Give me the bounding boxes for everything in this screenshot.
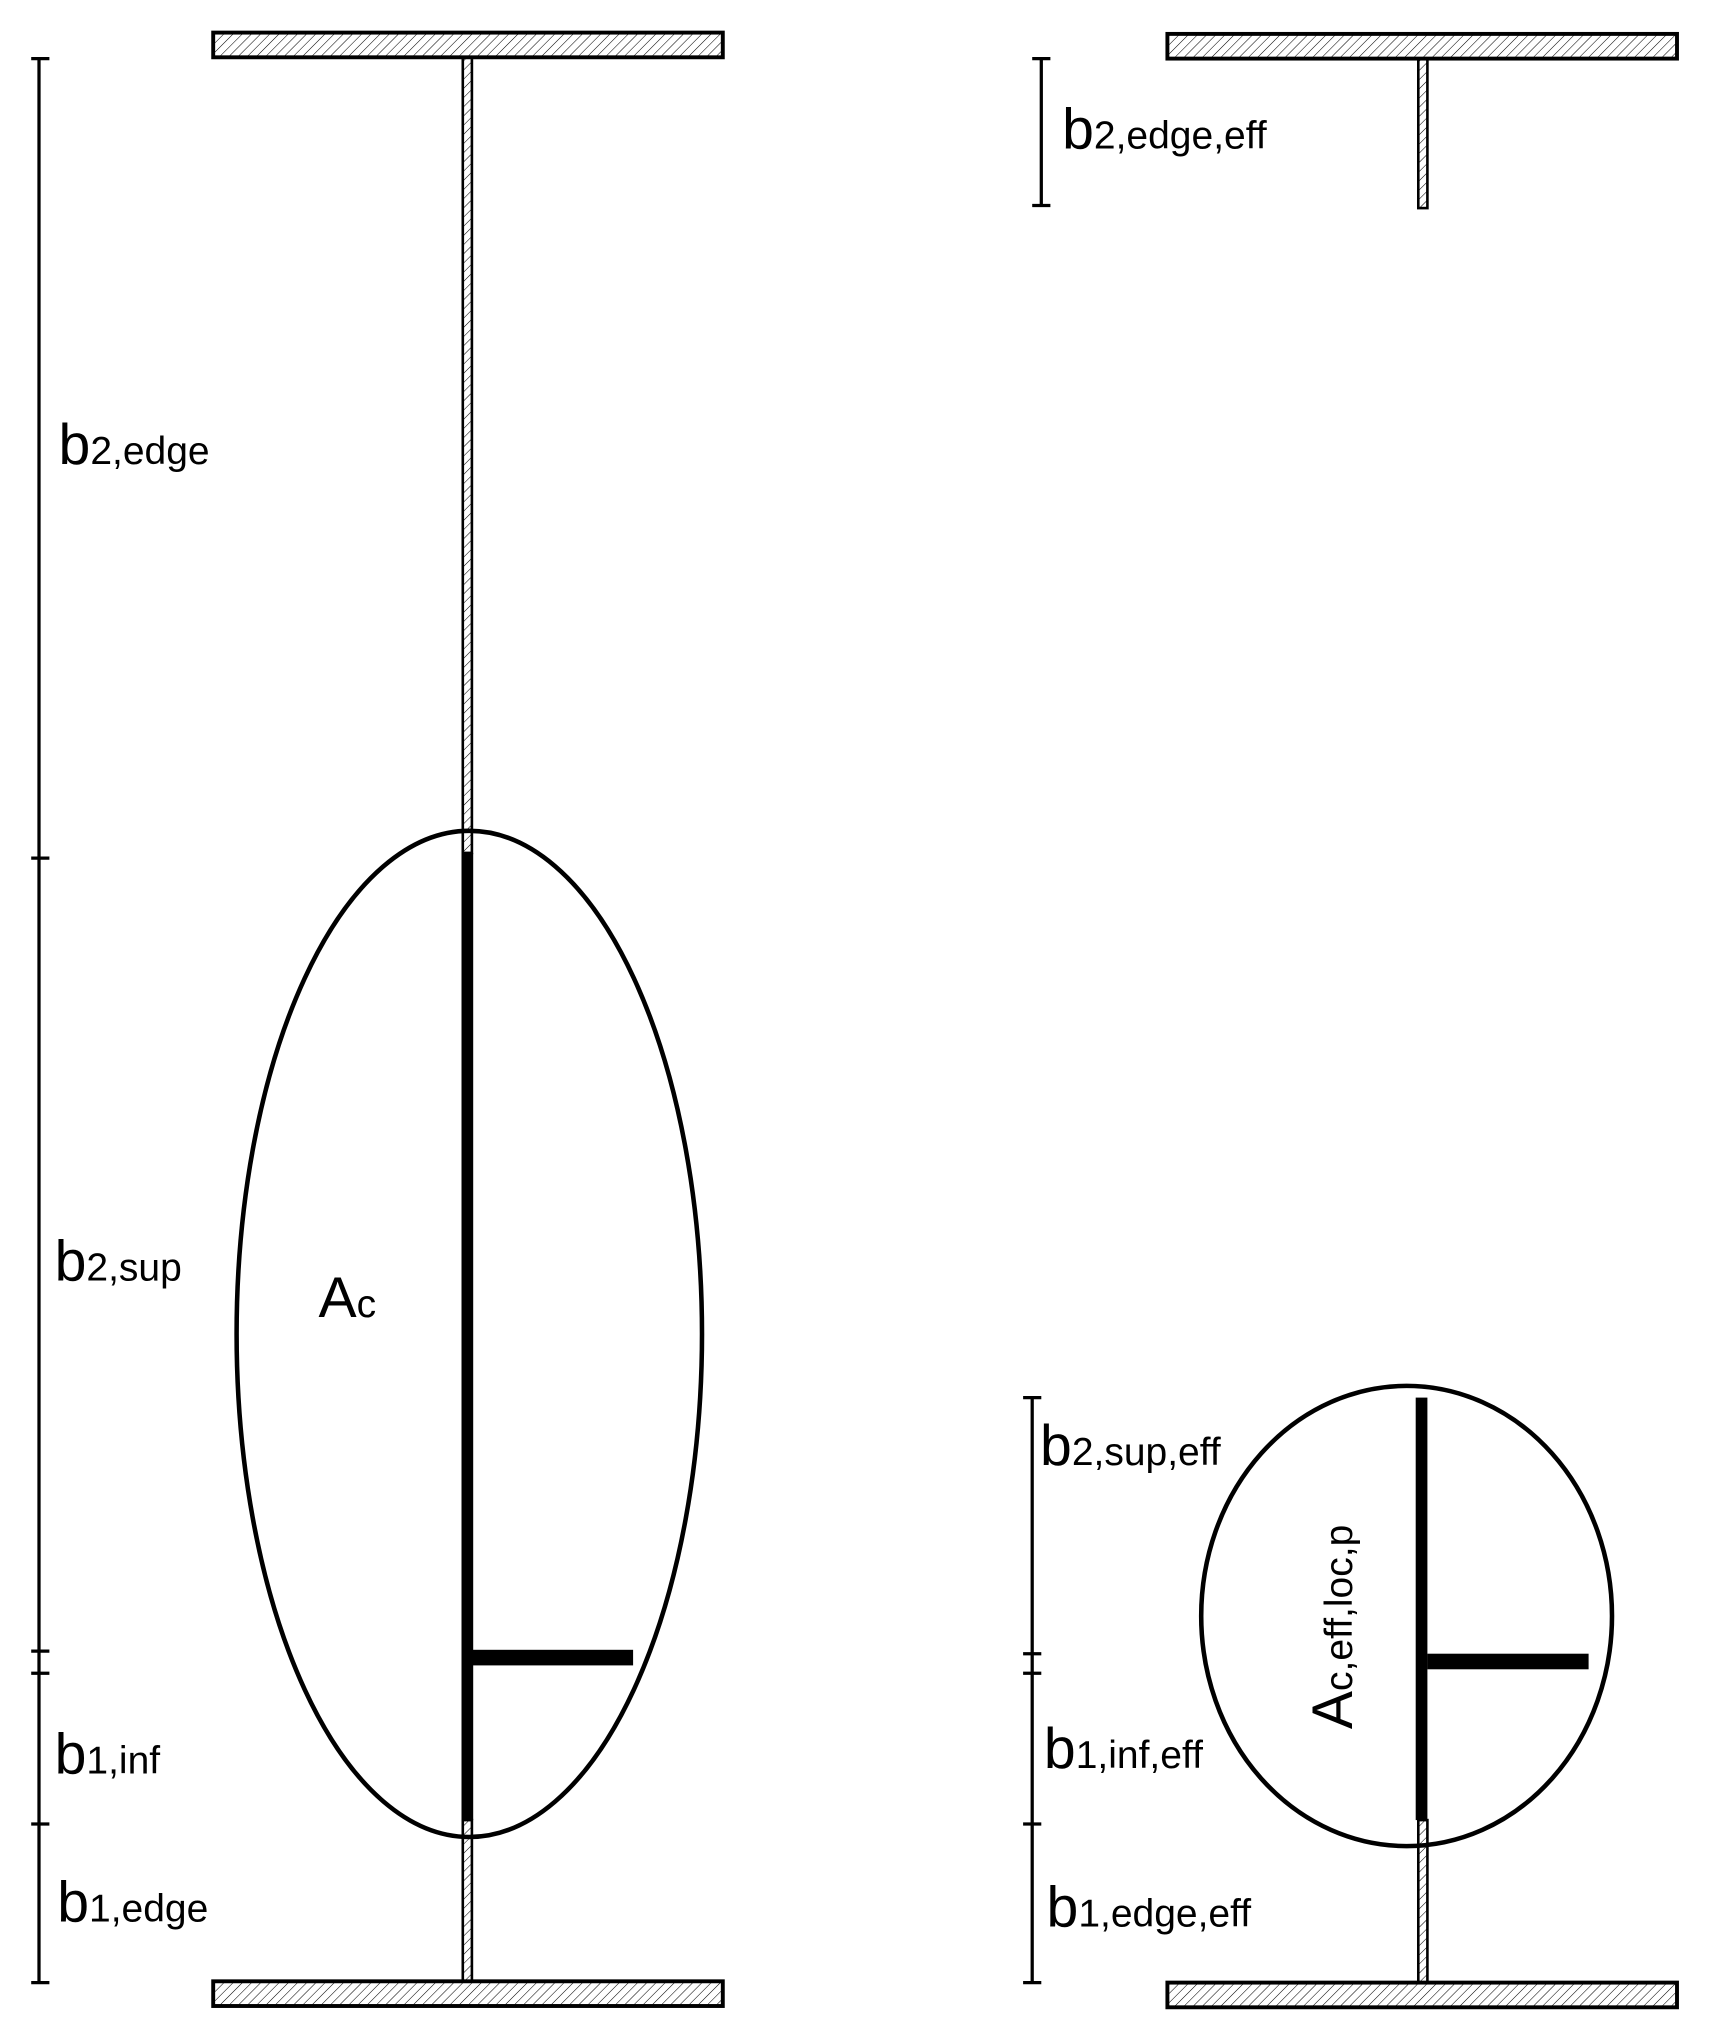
effective-area-ellipse <box>1198 1383 1615 1849</box>
label-b1-inf: b1,inf <box>55 1722 161 1786</box>
label-b2-sup: b2,sup <box>55 1230 182 1294</box>
stiffener <box>1427 1653 1589 1670</box>
stiffener <box>471 1649 634 1666</box>
label-b1-inf-eff: b1,inf,eff <box>1044 1717 1203 1781</box>
right-section: b2,edge,eff b2,sup,eff b1,inf,eff b1,edg… <box>1023 31 1679 2010</box>
top-flange <box>211 30 725 60</box>
label-b1-edge: b1,edge <box>57 1870 208 1934</box>
label-b2-edge: b2,edge <box>58 413 209 477</box>
label-b1-edge-eff: b1,edge,eff <box>1047 1876 1252 1940</box>
label-area-ac: Ac <box>319 1266 377 1330</box>
dimension-line-bottom <box>1023 1395 1042 1985</box>
web-upper-hatched <box>461 56 474 855</box>
bottom-flange <box>211 1979 725 2008</box>
label-area-ac-eff-loc-p: Ac,eff,loc,p <box>1301 1525 1365 1729</box>
web-effective <box>1415 1397 1428 1821</box>
dimension-line-top <box>1032 56 1051 208</box>
dimension-line <box>31 56 50 1985</box>
bottom-flange <box>1165 1980 1679 2010</box>
web-top-stub <box>1417 57 1429 210</box>
label-b2-edge-eff: b2,edge,eff <box>1062 97 1267 161</box>
left-section: b2,edge b2,sup Ac b1,inf b1,edge <box>31 30 725 2008</box>
web-effective <box>461 852 474 1821</box>
web-lower-hatched <box>461 1818 474 1983</box>
label-b2-sup-eff: b2,sup,eff <box>1040 1414 1221 1478</box>
compression-area-ellipse <box>234 828 705 1840</box>
top-flange <box>1165 31 1679 61</box>
